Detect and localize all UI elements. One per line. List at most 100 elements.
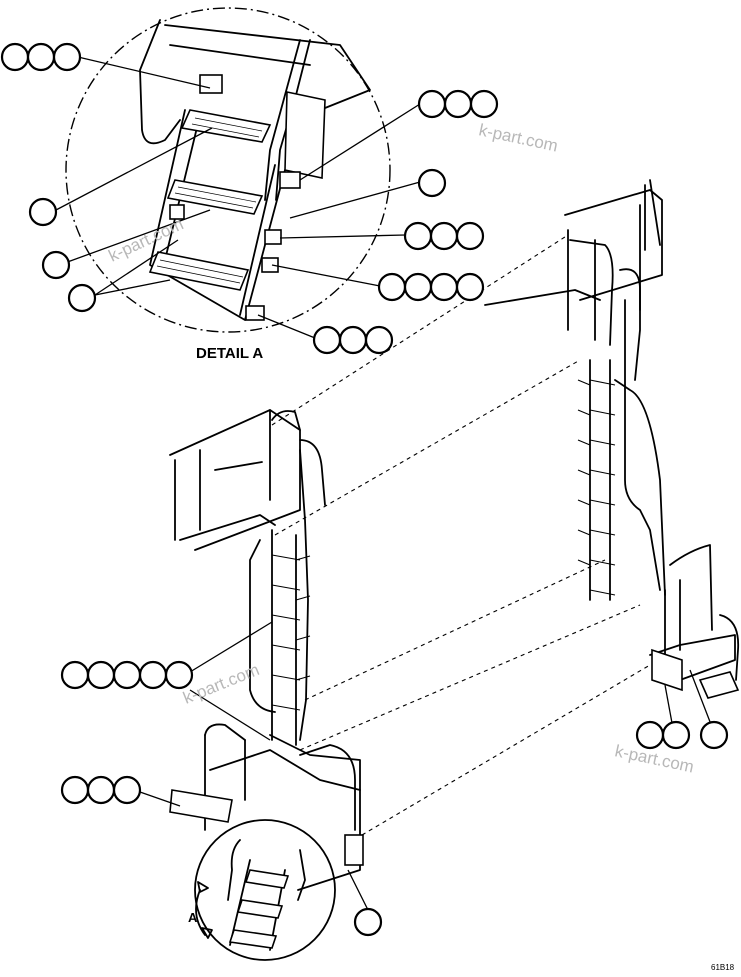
- detail-tread-bottom: [148, 251, 250, 291]
- detail-a-label: DETAIL A: [196, 345, 263, 362]
- callout-group-7: [403, 221, 485, 251]
- callout-group-13: [635, 720, 691, 750]
- upper-right-floor-edge: [484, 289, 601, 306]
- callout-bubble: [403, 272, 433, 302]
- left-platform-rail-side: [299, 439, 326, 506]
- callout-bubble: [417, 168, 447, 198]
- callout-bubble: [60, 775, 90, 805]
- lower-right-handrail: [669, 544, 713, 631]
- detail-clamp-middle: [264, 229, 282, 245]
- callout-bubble: [52, 42, 82, 72]
- upper-right-handrail: [569, 239, 614, 346]
- left-platform-crossbar: [214, 461, 263, 471]
- callout-bubble: [469, 89, 499, 119]
- lower-box-front: [269, 734, 361, 891]
- left-platform-rail-top: [271, 410, 301, 431]
- left-platform-deck: [169, 409, 301, 551]
- callout-bubble: [138, 660, 168, 690]
- callout-group-8: [377, 272, 485, 302]
- lower-stair-tread-1: [244, 869, 290, 889]
- detail-a-arrow-head-bottom: [201, 927, 213, 939]
- left-platform-floor: [179, 514, 276, 541]
- detail-clamp-upper: [279, 171, 301, 189]
- upper-right-rail-posts: [567, 204, 641, 341]
- lower-stair-tread-2: [236, 899, 284, 919]
- lower-box-top: [209, 749, 361, 791]
- callout-group-1: [0, 42, 82, 72]
- lower-right-step: [698, 671, 740, 699]
- detail-a-callout-view: A: [188, 819, 336, 961]
- right-ladder: [577, 299, 666, 601]
- callout-bubble: [661, 720, 691, 750]
- detail-handrail-right: [264, 39, 301, 201]
- callout-group-12: [353, 907, 383, 937]
- lower-stair-handrail-right: [297, 849, 306, 901]
- callout-group-10: [60, 660, 194, 690]
- callout-group-14: [699, 720, 729, 750]
- callout-bubble: [377, 272, 407, 302]
- callout-bubble: [455, 221, 485, 251]
- callout-bubble: [312, 325, 342, 355]
- right-ladder-handrail: [624, 299, 661, 591]
- callout-bubble: [353, 907, 383, 937]
- right-ladder-rungs: [577, 379, 616, 596]
- callout-group-11: [60, 775, 142, 805]
- watermark-text: k-part.com: [477, 120, 559, 155]
- callout-bubble: [86, 775, 116, 805]
- callout-group-9: [312, 325, 394, 355]
- alignment-lines: [271, 234, 651, 836]
- lower-stair-tread-3: [228, 929, 278, 949]
- upper-right-handrail-outer: [619, 268, 641, 381]
- lower-right-posts: [664, 579, 681, 661]
- left-ladder-stringers: [271, 529, 297, 746]
- detail-clamp-lower: [261, 257, 279, 273]
- detail-stringer-right: [239, 164, 276, 316]
- callout-group-2: [28, 197, 58, 227]
- callout-bubble: [112, 660, 142, 690]
- upper-right-guard: [644, 179, 661, 251]
- left-platform-posts: [174, 409, 271, 541]
- detail-clamp-left: [169, 204, 185, 220]
- lower-right-end-plate: [651, 648, 683, 692]
- callout-group-4: [67, 283, 97, 313]
- callout-bubble: [86, 660, 116, 690]
- callout-bubble: [455, 272, 485, 302]
- lower-right-box: [649, 634, 736, 681]
- lower-handrail-right: [299, 744, 356, 831]
- lower-side-bracket: [169, 789, 233, 823]
- callout-bubble: [26, 42, 56, 72]
- callout-group-5: [417, 89, 499, 119]
- callout-bubble: [338, 325, 368, 355]
- lower-right-outer-rail: [719, 614, 740, 681]
- detail-platform-beam: [169, 44, 311, 66]
- detail-a-leaders: [55, 56, 421, 339]
- detail-a-boundary: [65, 7, 391, 333]
- detail-bolt-block: [199, 74, 223, 94]
- callout-bubble: [0, 42, 30, 72]
- callout-bubble: [60, 660, 90, 690]
- detail-handrail-left: [139, 19, 181, 145]
- callout-bubble: [429, 221, 459, 251]
- callout-bubble: [67, 283, 97, 313]
- detail-clamp-bottom: [245, 305, 265, 321]
- right-ladder-handrail-outer: [614, 379, 666, 596]
- callout-bubble: [164, 660, 194, 690]
- lower-handrail-left-top: [204, 723, 246, 741]
- callout-group-3: [41, 250, 71, 280]
- left-ladder-handrail-outer: [299, 449, 309, 741]
- callout-bubble: [403, 221, 433, 251]
- left-platform: [169, 409, 326, 551]
- lower-walkway: [169, 723, 364, 891]
- main-leaders: [139, 621, 713, 911]
- upper-right-platform: [484, 179, 663, 381]
- callout-bubble: [443, 89, 473, 119]
- callout-group-6: [417, 168, 447, 198]
- detail-platform-edge: [164, 24, 371, 111]
- callout-bubble: [699, 720, 729, 750]
- callout-bubble: [417, 89, 447, 119]
- detail-stringer-outline: [149, 109, 286, 321]
- callout-bubble: [635, 720, 665, 750]
- drawing-number: 61B18: [711, 963, 735, 972]
- callout-bubble: [41, 250, 71, 280]
